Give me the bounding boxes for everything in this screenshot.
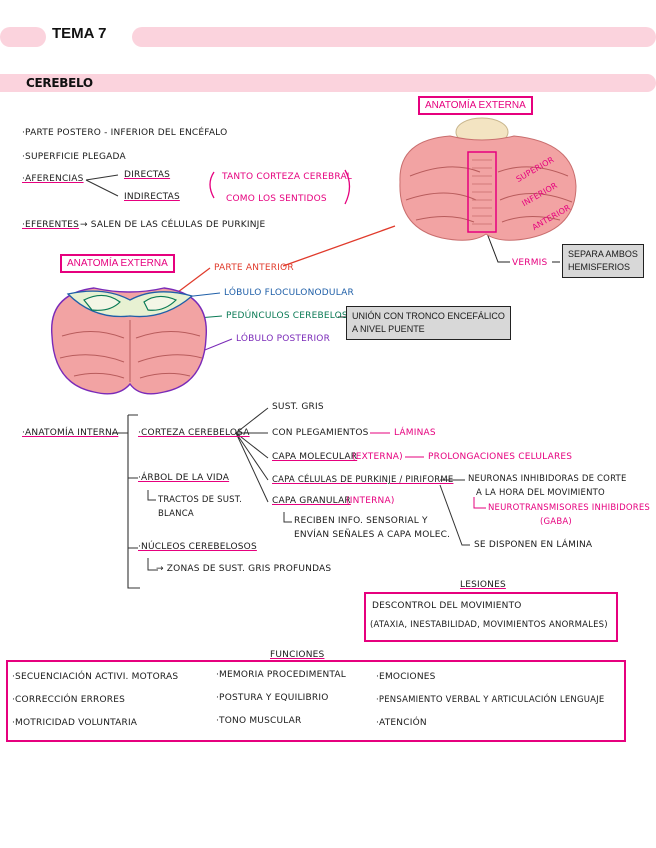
capa-granular-label: CAPA GRANULAR (272, 496, 351, 506)
tanto-line-1: TANTO CORTEZA CEREBRAL (222, 172, 353, 182)
capa-purkinje-label: CAPA CÉLULAS DE PURKINJE / PIRIFORME (272, 475, 454, 485)
parte-anterior-label: PARTE ANTERIOR (214, 263, 294, 273)
nucleos-label: ·NÚCLEOS CEREBELOSOS (138, 542, 257, 552)
union-box: UNIÓN CON TRONCO ENCEFÁLICO A NIVEL PUEN… (346, 306, 511, 340)
funciones-item-3-3: ·ATENCIÓN (376, 718, 427, 728)
intro-line-2: ·SUPERFICIE PLEGADA (22, 152, 126, 162)
reciben-line-1: RECIBEN INFO. SENSORIAL Y (294, 516, 428, 526)
lobulo-posterior-label: LÓBULO POSTERIOR (236, 334, 331, 344)
vermis-note-line-2: HEMISFERIOS (568, 262, 631, 272)
laminas-label: LÁMINAS (394, 428, 436, 438)
aferencias-label: ·AFERENCIAS (22, 174, 84, 184)
union-line-1: UNIÓN CON TRONCO ENCEFÁLICO (352, 311, 505, 321)
eferentes-text: → SALEN DE LAS CÉLULAS DE PURKINJE (80, 220, 266, 230)
pedunculos-label: PEDÚNCULOS CEREBELOSOS (226, 311, 362, 321)
disponen-label: SE DISPONEN EN LÁMINA (474, 540, 593, 550)
externa-label: (EXTERNA) (352, 452, 403, 462)
capa-molecular-label: CAPA MOLECULAR (272, 452, 358, 462)
zonas-label: → ZONAS DE SUST. GRIS PROFUNDAS (156, 564, 332, 574)
funciones-item-3-2: ·PENSAMIENTO VERBAL Y ARTICULACIÓN LENGU… (376, 695, 605, 705)
funciones-item-1-3: ·MOTRICIDAD VOLUNTARIA (12, 718, 138, 728)
section-highlight (0, 74, 656, 92)
arbol-label: ·ÁRBOL DE LA VIDA (138, 473, 230, 483)
tractos-line-2: BLANCA (158, 509, 194, 519)
lesiones-line-1: DESCONTROL DEL MOVIMIENTO (372, 601, 522, 611)
header-highlight-right (132, 27, 656, 47)
directas-label: DIRECTAS (124, 170, 171, 180)
neurotransmisores-line-1: NEUROTRANSMISORES INHIBIDORES (488, 503, 650, 513)
anatomy-external-top-label: ANATOMÍA EXTERNA (418, 96, 533, 115)
vermis-label: VERMIS (512, 258, 548, 268)
interna-label: (INTERNA) (346, 496, 395, 506)
sust-gris-label: SUST. GRIS (272, 402, 324, 412)
neurotransmisores-line-2: (GABA) (540, 517, 572, 527)
corteza-label: ·CORTEZA CEREBELOSA (138, 428, 250, 438)
eferentes-label: ·EFERENTES (22, 220, 79, 230)
funciones-box: ·SECUENCIACIÓN ACTIVI. MOTORAS ·CORRECCI… (6, 660, 626, 742)
vermis-note-line-1: SEPARA AMBOS (568, 249, 638, 259)
lesiones-title: LESIONES (460, 580, 506, 590)
funciones-item-2-3: ·TONO MUSCULAR (216, 716, 302, 726)
funciones-item-3-1: ·EMOCIONES (376, 672, 436, 682)
indirectas-label: INDIRECTAS (124, 192, 180, 202)
neuronas-line-1: NEURONAS INHIBIDORAS DE CORTE (468, 474, 627, 484)
funciones-item-2-2: ·POSTURA Y EQUILIBRIO (216, 693, 329, 703)
funciones-title: FUNCIONES (270, 650, 325, 660)
funciones-item-1-1: ·SECUENCIACIÓN ACTIVI. MOTORAS (12, 672, 179, 682)
vermis-note-box: SEPARA AMBOS HEMISFERIOS (562, 244, 644, 278)
lesiones-line-2: (ATAXIA, INESTABILIDAD, MOVIMIENTOS ANOR… (370, 620, 608, 630)
intro-line-1: ·PARTE POSTERO - INFERIOR DEL ENCÉFALO (22, 128, 228, 138)
lesiones-box: DESCONTROL DEL MOVIMIENTO (ATAXIA, INEST… (364, 592, 618, 642)
tractos-line-1: TRACTOS DE SUST. (158, 495, 243, 505)
header-highlight-left (0, 27, 46, 47)
cerebellum-top-illustration (399, 117, 577, 241)
cerebellum-mid-illustration (51, 287, 207, 395)
page-title: TEMA 7 (52, 25, 107, 42)
tanto-line-2: COMO LOS SENTIDOS (226, 194, 327, 204)
reciben-line-2: ENVÍAN SEÑALES A CAPA MOLEC. (294, 530, 451, 540)
funciones-item-1-2: ·CORRECCIÓN ERRORES (12, 695, 126, 705)
section-title: CEREBELO (26, 76, 93, 90)
funciones-item-2-1: ·MEMORIA PROCEDIMENTAL (216, 670, 346, 680)
con-plegamientos-label: CON PLEGAMIENTOS (272, 428, 369, 438)
lobulo-floculonodular-label: LÓBULO FLOCULONODULAR (224, 288, 354, 298)
prolongaciones-label: PROLONGACIONES CELULARES (428, 452, 573, 462)
union-line-2: A NIVEL PUENTE (352, 324, 425, 334)
anatomy-external-mid-label: ANATOMÍA EXTERNA (60, 254, 175, 273)
anatomia-interna-label: ·ANATOMÍA INTERNA (22, 428, 119, 438)
neuronas-line-2: A LA HORA DEL MOVIMIENTO (476, 488, 605, 498)
